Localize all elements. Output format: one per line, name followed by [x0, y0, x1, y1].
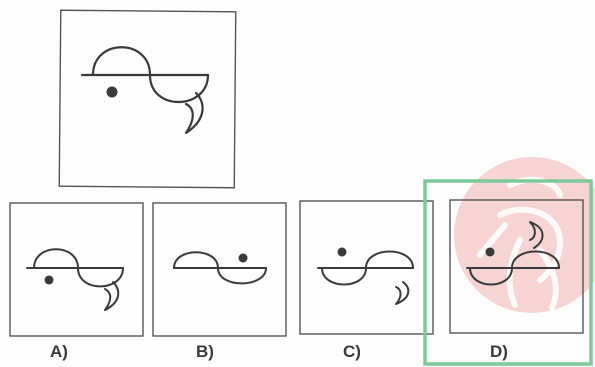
question-figure [58, 9, 237, 189]
option-d-label[interactable]: D) [490, 342, 508, 361]
dot-marker [106, 86, 118, 98]
selected-option-highlight [423, 179, 593, 366]
bird-watermark-icon [454, 157, 595, 313]
option-b-label[interactable]: B) [196, 342, 214, 361]
duck-silhouette-icon [80, 46, 210, 135]
option-a-label[interactable]: A) [50, 342, 68, 361]
option-d-figure [449, 199, 584, 334]
option-b-figure [152, 202, 287, 337]
option-c-label[interactable]: C) [343, 342, 361, 361]
option-a-figure [9, 202, 144, 337]
option-c-figure [299, 200, 434, 335]
